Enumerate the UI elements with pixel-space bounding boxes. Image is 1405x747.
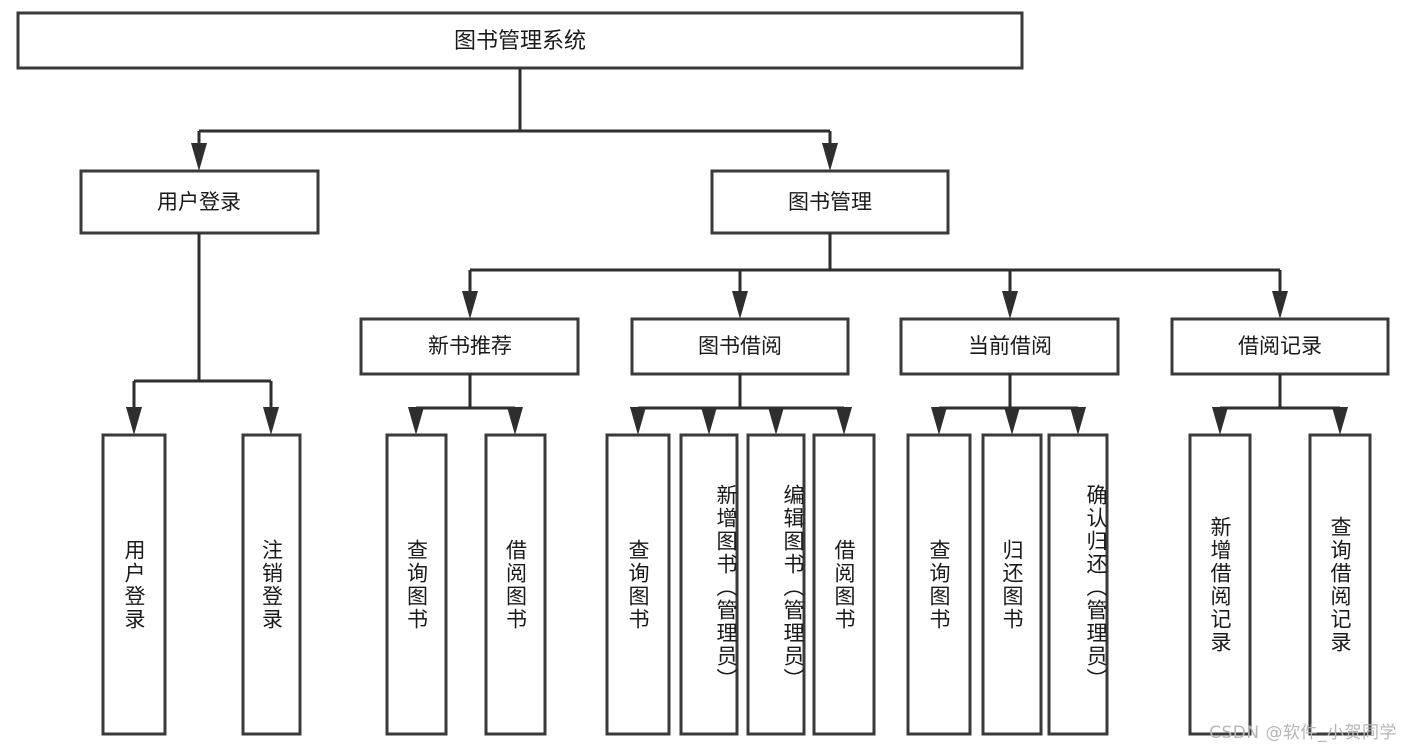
leaf-box-return-book[interactable] (981, 433, 1043, 736)
node-level3-book-borrow[interactable]: 图书借阅 (630, 317, 850, 376)
node-root-label: 图书管理系统 (454, 29, 586, 54)
leaf-box-query-borrow-record[interactable] (1308, 433, 1372, 736)
arrow-head-icon (1272, 291, 1288, 319)
arrow-head-icon (836, 407, 852, 435)
arrow-head-icon (822, 143, 838, 171)
leaf-box-query-book-new[interactable] (385, 433, 448, 736)
node-level2-book-management[interactable]: 图书管理 (710, 169, 950, 235)
arrow-head-icon (263, 407, 279, 435)
arrow-head-icon (701, 407, 717, 435)
node-level3-book-borrow-label: 图书借阅 (698, 334, 782, 358)
leaf-box-query-book-borrow[interactable] (605, 433, 671, 736)
leaf-box-add-borrow-record[interactable] (1188, 433, 1252, 736)
node-level3-current-borrow-label: 当前借阅 (968, 334, 1052, 358)
leaf-label-user-login: 用户登录 (122, 538, 147, 631)
arrow-head-icon (1332, 407, 1348, 435)
node-level3-new-book-recommend[interactable]: 新书推荐 (359, 317, 580, 376)
leaf-box-borrow-book-new[interactable] (484, 433, 547, 736)
leaf-label-borrow-book-new: 借阅图书 (503, 538, 528, 631)
arrow-head-icon (732, 291, 748, 319)
leaf-label-query-book-borrow: 查询图书 (626, 538, 651, 631)
arrow-head-icon (462, 291, 478, 319)
leaf-box-add-book-admin[interactable] (679, 433, 739, 736)
leaf-label-query-book-current: 查询图书 (927, 538, 952, 631)
leaf-label-confirm-return-admin: 确认归还（管理员） (1084, 484, 1108, 691)
leaf-box-borrow-book[interactable] (812, 433, 876, 736)
arrow-head-icon (1212, 407, 1228, 435)
arrow-head-icon (1002, 291, 1018, 319)
leaf-label-edit-book-admin: 编辑图书（管理员） (781, 484, 805, 691)
arrow-head-icon (768, 407, 784, 435)
node-level2-book-management-label: 图书管理 (788, 190, 872, 214)
leaf-box-query-book-current[interactable] (906, 433, 972, 736)
csdn-watermark: CSDN @软件_小贺同学 (1209, 723, 1397, 743)
node-level3-current-borrow-rect[interactable] (899, 317, 1120, 376)
leaf-label-logout: 注销登录 (259, 538, 284, 631)
leaf-label-query-borrow-record: 查询借阅记录 (1328, 515, 1353, 654)
arrow-head-icon (1070, 407, 1086, 435)
node-root[interactable]: 图书管理系统 (16, 11, 1024, 70)
node-level2-user-login[interactable]: 用户登录 (79, 169, 320, 235)
leaf-box-user-login[interactable] (101, 433, 167, 736)
arrow-head-icon (630, 407, 646, 435)
node-level3-borrow-record[interactable]: 借阅记录 (1170, 317, 1390, 376)
arrow-head-icon (126, 407, 142, 435)
leaf-label-query-book-new: 查询图书 (404, 538, 429, 631)
leaf-box-edit-book-admin[interactable] (746, 433, 806, 736)
node-root-rect[interactable] (16, 11, 1024, 70)
leaf-label-add-borrow-record: 新增借阅记录 (1208, 515, 1233, 654)
arrow-head-icon (408, 407, 424, 435)
leaf-box-logout[interactable] (241, 433, 302, 736)
node-level2-user-login-label: 用户登录 (157, 190, 241, 214)
leaf-box-confirm-return-admin[interactable] (1047, 433, 1109, 736)
node-level3-borrow-record-label: 借阅记录 (1238, 334, 1322, 358)
node-level3-new-book-recommend-rect[interactable] (359, 317, 580, 376)
arrow-head-icon (931, 407, 947, 435)
leaf-label-borrow-book: 借阅图书 (832, 538, 857, 631)
arrow-head-icon (507, 407, 523, 435)
leaf-label-return-book: 归还图书 (1000, 538, 1025, 631)
arrow-head-icon (191, 143, 207, 171)
arrow-head-icon (1004, 407, 1020, 435)
node-level3-current-borrow[interactable]: 当前借阅 (899, 317, 1120, 376)
node-level3-new-book-recommend-label: 新书推荐 (428, 334, 512, 358)
leaf-label-add-book-admin: 新增图书（管理员） (714, 484, 738, 691)
